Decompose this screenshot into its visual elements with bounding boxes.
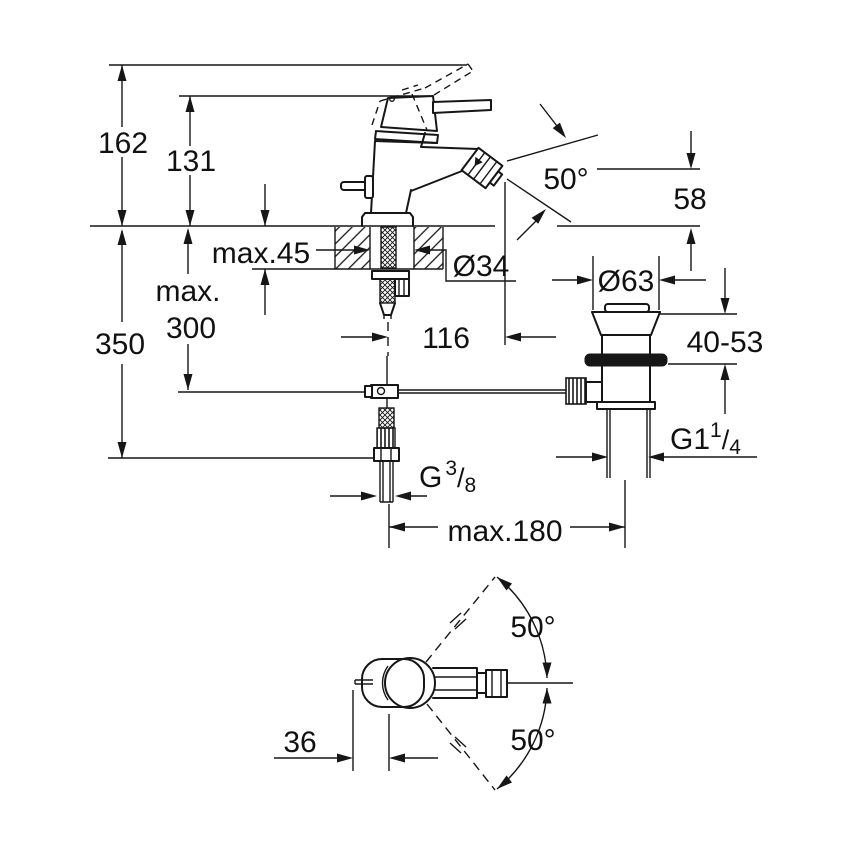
dim-top-offset: 36 [274, 690, 438, 771]
supply-hose [108, 407, 400, 548]
dim-below-deck: max. 300 [155, 228, 221, 390]
dim-below-deck-word: max. [155, 275, 220, 308]
dim-deck-thickness: max.45 [212, 184, 370, 315]
dim-total-depth: 350 [95, 229, 145, 458]
dim-total-height: 162 [98, 65, 148, 226]
dim-body-height: 131 [166, 96, 216, 226]
dim-waste-thread: G11/4 [556, 419, 757, 462]
dim-projection: 116 [341, 322, 556, 355]
dim-swivel-lower-label: 50° [510, 724, 555, 757]
dim-hole-diameter-label: Ø34 [453, 250, 510, 283]
dim-top-offset-label: 36 [283, 726, 316, 759]
dim-deck-thickness-label: max.45 [212, 237, 310, 270]
dim-waste-flange-label: Ø63 [598, 265, 655, 298]
dim-spout-angle: 50° [504, 103, 599, 345]
spout [410, 146, 504, 192]
faucet-body [340, 95, 504, 227]
dim-total-depth-label: 350 [95, 328, 145, 361]
dim-outlet-height: 58 [597, 131, 707, 271]
tail-pipe [606, 409, 651, 478]
rod-coupling-knob [565, 377, 587, 405]
top-view-spout [432, 667, 573, 699]
dim-waste-thread-label: G11/4 [670, 419, 741, 459]
top-view-swivel: 50° 50° [425, 576, 556, 791]
dim-total-height-label: 162 [98, 127, 148, 160]
dim-spout-angle-label: 50° [543, 163, 588, 196]
dim-waste-deck-range-label: 40-53 [687, 326, 764, 359]
dim-hole-diameter: Ø34 [414, 245, 516, 283]
dim-below-deck-value: 300 [166, 312, 216, 345]
pop-up-waste [565, 303, 668, 548]
dim-rod-reach-label: max.180 [447, 515, 562, 548]
dim-outlet-height-label: 58 [673, 183, 706, 216]
dim-waste-deck-range: 40-53 [660, 268, 763, 414]
dim-swivel-upper-label: 50° [510, 611, 555, 644]
top-view-body [354, 657, 436, 709]
aerator [460, 146, 504, 190]
handle [380, 95, 492, 132]
mounting-shank [371, 226, 410, 356]
seal-ring [584, 353, 668, 367]
top-view: 50° 50° 36 [274, 576, 573, 791]
dim-rod-reach: max.180 [389, 515, 625, 548]
dim-body-height-label: 131 [166, 145, 216, 178]
dimension-lines: 162 131 max.45 max. 300 350 [95, 64, 763, 548]
top-view-popup-rod [354, 679, 373, 685]
handle-raised-dashed [371, 63, 474, 131]
waste-plug [604, 303, 650, 313]
lever-arm [432, 99, 492, 114]
pop-up-knob [340, 175, 374, 199]
pop-up-rod [178, 356, 566, 408]
dim-projection-label: 116 [422, 322, 470, 355]
side-view [90, 63, 700, 548]
dim-waste-flange-diameter: Ø63 [552, 256, 706, 310]
flow-triangle-icon [474, 156, 483, 167]
